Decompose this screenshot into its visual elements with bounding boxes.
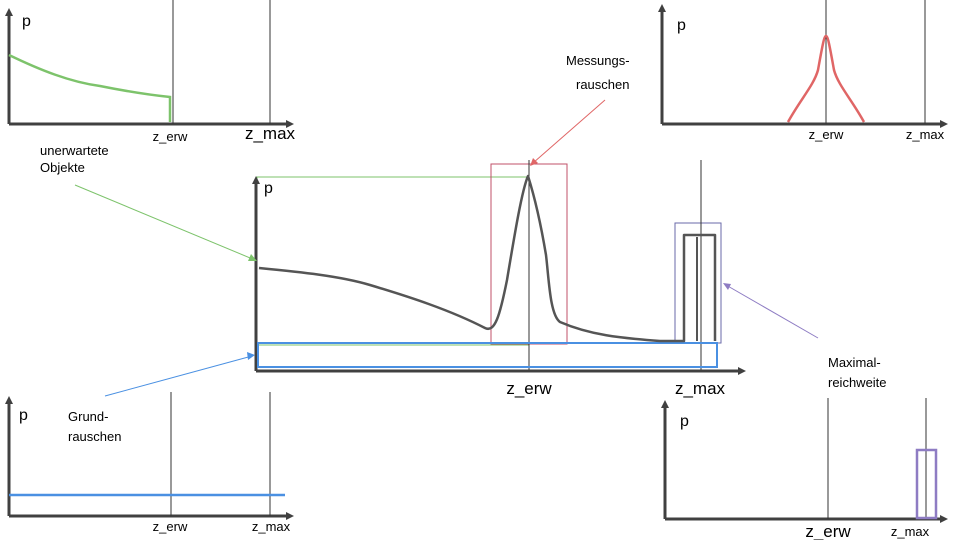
measurement-noise-curve bbox=[786, 34, 866, 123]
max-range-label-line2: reichweite bbox=[828, 375, 887, 390]
z-erw-label: z_erw bbox=[506, 379, 552, 398]
panel-ground-noise: p z_erw z_max bbox=[5, 392, 294, 534]
z-erw-label: z_erw bbox=[809, 127, 844, 142]
annotations: unerwartete Objekte Grund- rauschen Mess… bbox=[40, 53, 887, 444]
unexpected-objects-box bbox=[256, 176, 530, 346]
unexpected-objects-curve bbox=[8, 53, 172, 122]
z-erw-label: z_erw bbox=[153, 519, 188, 534]
arrowhead bbox=[723, 283, 731, 290]
measurement-noise-label-line2: rauschen bbox=[576, 77, 629, 92]
z-max-label: z_max bbox=[675, 379, 726, 398]
ground-noise-label-line1: Grund- bbox=[68, 409, 108, 424]
panel-unexpected-objects: p z_erw z_max bbox=[5, 0, 296, 144]
ground-noise-pointer bbox=[104, 355, 253, 397]
z-max-label: z_max bbox=[891, 524, 930, 539]
combined-curve bbox=[258, 174, 717, 343]
y-axis-label: p bbox=[19, 407, 28, 424]
y-axis-label: p bbox=[677, 17, 686, 34]
y-axis-label: p bbox=[22, 13, 31, 30]
panel-measurement-noise: p z_erw z_max bbox=[658, 0, 948, 142]
z-max-label: z_max bbox=[252, 519, 291, 534]
max-range-spike bbox=[915, 448, 938, 520]
measurement-noise-label-line1: Messungs- bbox=[566, 53, 630, 68]
arrowhead bbox=[247, 352, 255, 360]
z-erw-label: z_erw bbox=[153, 129, 188, 144]
y-axis-label: p bbox=[680, 413, 689, 430]
panel-combined-model: p z_erw z_max bbox=[252, 160, 746, 398]
y-axis-label: p bbox=[264, 180, 273, 197]
ground-noise-box bbox=[257, 342, 718, 368]
z-max-label: z_max bbox=[245, 124, 296, 143]
max-range-label-line1: Maximal- bbox=[828, 355, 881, 370]
arrowhead bbox=[248, 254, 257, 261]
ground-noise-label-line2: rauschen bbox=[68, 429, 121, 444]
unexpected-objects-label-line1: unerwartete bbox=[40, 143, 109, 158]
max-range-pointer bbox=[725, 284, 819, 339]
arrowhead bbox=[530, 158, 538, 166]
panel-max-range: p z_erw z_max bbox=[661, 398, 948, 540]
callouts bbox=[74, 99, 819, 397]
z-erw-label: z_erw bbox=[805, 522, 851, 540]
unexpected-objects-label-line2: Objekte bbox=[40, 160, 85, 175]
measurement-noise-pointer bbox=[532, 99, 606, 164]
unexpected-objects-pointer bbox=[74, 184, 256, 261]
z-max-label: z_max bbox=[906, 127, 945, 142]
